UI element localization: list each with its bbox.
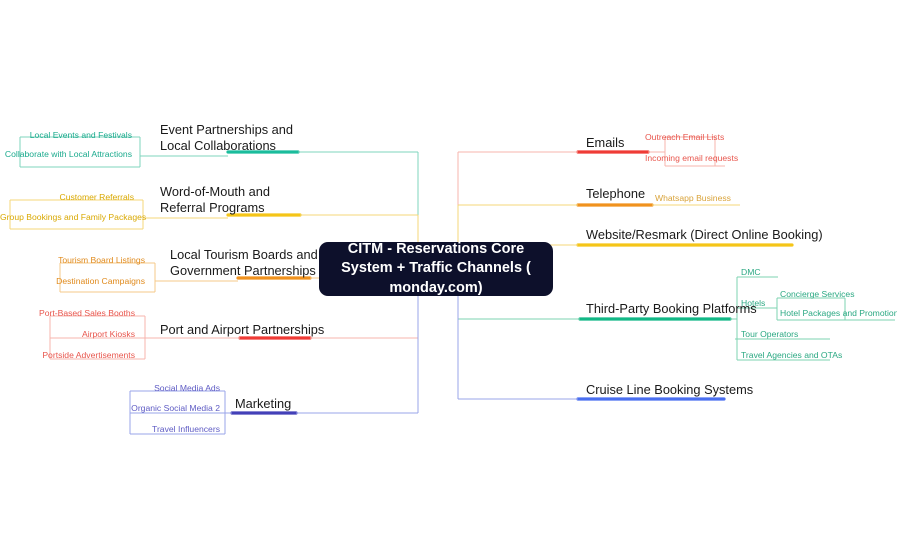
branch-label-tourism-boards[interactable]: Local Tourism Boards and Government Part… <box>170 247 318 279</box>
leaf-group-bookings-family-packages[interactable]: Group Bookings and Family Packages <box>0 212 147 222</box>
branch-label-telephone[interactable]: Telephone <box>586 186 646 201</box>
leaf-organic-social-media-2[interactable]: Organic Social Media 2 <box>131 403 220 413</box>
leaf-dmc[interactable]: DMC <box>741 267 761 277</box>
leaf-tourism-board-listings[interactable]: Tourism Board Listings <box>58 255 145 265</box>
leaf-airport-kiosks[interactable]: Airport Kiosks <box>81 329 135 339</box>
leaf-concierge-services[interactable]: Concierge Services <box>780 289 855 299</box>
branch-label-event-partnerships[interactable]: Event Partnerships and Local Collaborati… <box>160 122 294 154</box>
branch-label-port-airport[interactable]: Port and Airport Partnerships <box>160 322 325 337</box>
branch-label-word-of-mouth[interactable]: Word-of-Mouth and Referral Programs <box>160 184 271 216</box>
branch-label-cruise-line[interactable]: Cruise Line Booking Systems <box>586 382 754 397</box>
leaf-local-events-and-festivals[interactable]: Local Events and Festivals <box>29 130 132 140</box>
leaf-tour-operators[interactable]: Tour Operators <box>741 329 799 339</box>
leaf-portside-advertisements[interactable]: Portside Advertisements <box>42 350 135 360</box>
leaf-outreach-email-lists[interactable]: Outreach Email Lists <box>645 132 725 142</box>
leaf-social-media-ads[interactable]: Social Media Ads <box>154 383 220 393</box>
root-node[interactable]: CITM - Reservations Core System + Traffi… <box>319 241 553 296</box>
leaf-port-based-sales-booths[interactable]: Port-Based Sales Booths <box>38 308 135 318</box>
leaf-collaborate-local-attractions[interactable]: Collaborate with Local Attractions <box>4 149 132 159</box>
leaf-incoming-email-requests[interactable]: Incoming email requests <box>645 153 739 163</box>
branch-label-website-resmark[interactable]: Website/Resmark (Direct Online Booking) <box>586 227 823 242</box>
branch-label-third-party-platforms[interactable]: Third-Party Booking Platforms <box>586 301 757 316</box>
branch-label-emails[interactable]: Emails <box>586 135 625 150</box>
leaf-hotel-packages-promotions[interactable]: Hotel Packages and Promotions <box>780 308 897 318</box>
leaf-destination-campaigns[interactable]: Destination Campaigns <box>56 276 145 286</box>
branch-label-marketing[interactable]: Marketing <box>235 396 292 411</box>
leaf-travel-agencies-otas[interactable]: Travel Agencies and OTAs <box>741 350 843 360</box>
leaf-hotels[interactable]: Hotels <box>741 298 766 308</box>
leaf-whatsapp-business[interactable]: Whatsapp Business <box>655 193 731 203</box>
leaf-travel-influencers[interactable]: Travel Influencers <box>152 424 220 434</box>
leaf-customer-referrals[interactable]: Customer Referrals <box>59 192 135 202</box>
